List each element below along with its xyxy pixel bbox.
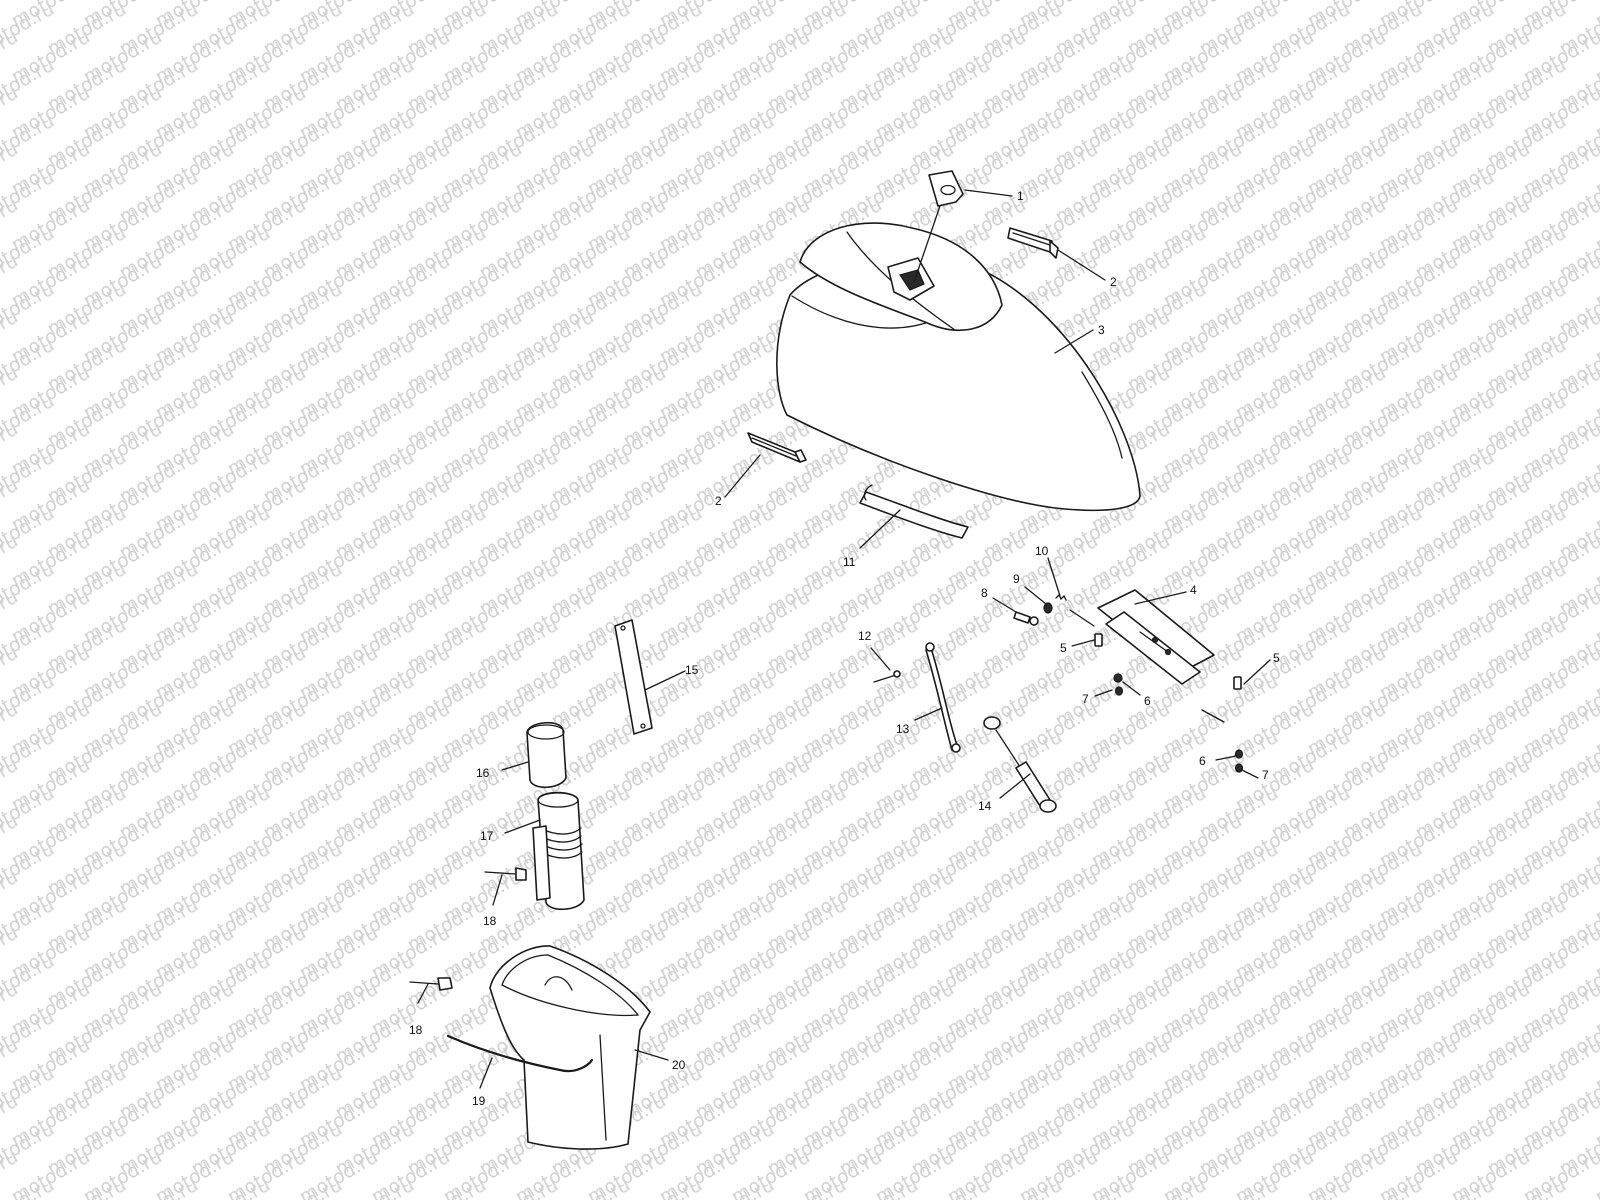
callout-5: 5 (1060, 641, 1067, 655)
callout-7: 7 (1082, 692, 1089, 706)
part-storage-bin (489, 945, 651, 1150)
callout-5: 5 (1273, 651, 1280, 665)
callout-10: 10 (1035, 544, 1049, 558)
callout-18: 18 (483, 914, 497, 928)
part-tube (532, 791, 585, 911)
callout-2: 2 (1110, 275, 1117, 289)
callout-1: 1 (1017, 189, 1024, 203)
callout-3: 3 (1098, 323, 1105, 337)
callout-9: 9 (1013, 572, 1020, 586)
callout-12: 12 (858, 629, 872, 643)
callout-8: 8 (981, 586, 988, 600)
callout-18: 18 (409, 1023, 423, 1037)
part-cap (526, 721, 567, 789)
watermark-text: motod.ru (1592, 0, 1600, 32)
callout-7: 7 (1262, 768, 1269, 782)
callout-17: 17 (480, 829, 494, 843)
callout-6: 6 (1199, 754, 1206, 768)
callout-19: 19 (472, 1094, 486, 1108)
callout-13: 13 (896, 722, 910, 736)
callout-6: 6 (1144, 694, 1151, 708)
callout-14: 14 (978, 799, 992, 813)
callout-4: 4 (1190, 583, 1197, 597)
callout-15: 15 (685, 663, 699, 677)
callout-20: 20 (672, 1058, 686, 1072)
callout-2: 2 (715, 494, 722, 508)
callout-16: 16 (476, 766, 490, 780)
callout-11: 11 (843, 555, 856, 569)
